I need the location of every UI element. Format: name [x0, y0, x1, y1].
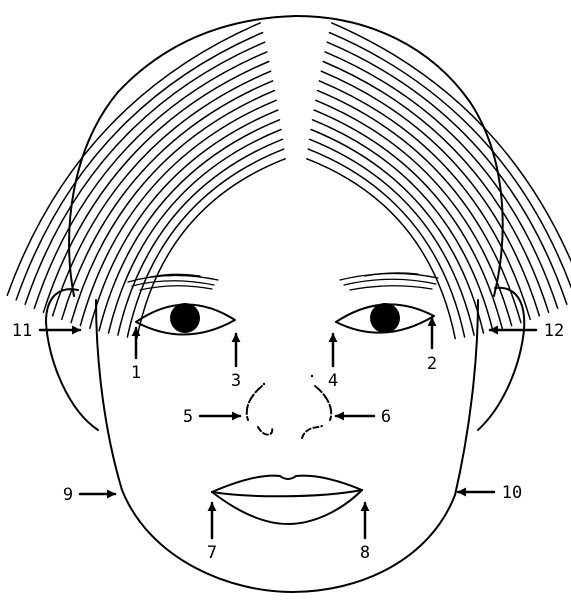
hair-outline-left [69, 16, 296, 296]
right-eyebrow [340, 273, 438, 290]
right-nostril [302, 426, 322, 438]
hair-strand [137, 159, 285, 339]
callout-label-7: 7 [207, 543, 217, 563]
hair-strand [330, 33, 571, 300]
callout-label-6: 6 [381, 407, 391, 427]
left-nostril [258, 427, 272, 435]
callout-label-1: 1 [131, 363, 141, 383]
hair-strand [127, 149, 283, 337]
callout-label-9: 9 [63, 485, 73, 505]
hair-strand [311, 130, 484, 334]
right-eye [336, 303, 434, 333]
callout-label-4: 4 [328, 371, 338, 391]
mouth [212, 476, 362, 524]
upper-lip [212, 476, 362, 492]
hair [69, 16, 503, 296]
nose-right-side [315, 386, 331, 420]
callout-labels: 1 2 3 4 5 6 7 8 9 10 11 12 [12, 321, 564, 563]
face-outline [96, 300, 478, 592]
callout-label-2: 2 [427, 354, 437, 374]
nose [247, 375, 331, 438]
mouth-line [212, 490, 362, 496]
callout-label-8: 8 [360, 543, 370, 563]
right-pupil [370, 303, 400, 333]
nose-left-side [247, 386, 262, 420]
callout-label-3: 3 [231, 371, 241, 391]
callout-label-12: 12 [544, 321, 564, 341]
callout-label-11: 11 [12, 321, 32, 341]
callout-label-5: 5 [183, 407, 193, 427]
callout-arrows [40, 318, 536, 538]
left-pupil [170, 303, 200, 333]
hair-strands [7, 23, 571, 339]
left-eye [136, 303, 235, 335]
hair-strand [109, 130, 282, 334]
callout-label-10: 10 [502, 483, 522, 503]
